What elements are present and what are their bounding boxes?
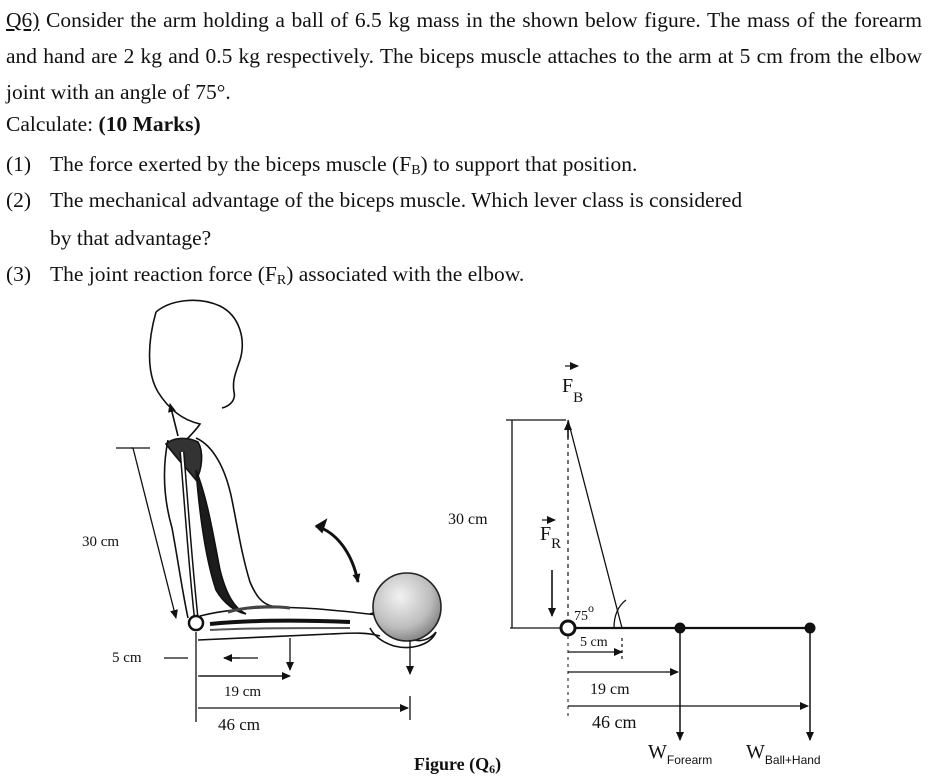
dim-5cm-left: 5 cm (112, 650, 142, 666)
calculate-label: Calculate: (6, 112, 94, 136)
elbow-joint-right (559, 619, 577, 637)
fr-label: FR (540, 523, 561, 552)
list-item: (3)The joint reaction force (FR) associa… (6, 262, 525, 288)
list-item: (1)The force exerted by the biceps muscl… (6, 152, 638, 178)
marks-label: (10 Marks) (98, 112, 201, 136)
list-item: (2)The mechanical advantage of the bicep… (6, 188, 743, 212)
dim-30cm-left: 30 cm (82, 534, 119, 550)
arm-illustration (148, 299, 442, 649)
left-dimensions (116, 447, 414, 722)
ball-weight-point (804, 622, 816, 634)
rotation-arrow (315, 524, 361, 583)
question-label: Q6) (6, 8, 40, 32)
question-intro: Q6) Consider the arm holding a ball of 6… (6, 2, 922, 110)
elbow-joint-left (187, 614, 205, 632)
dim-46cm-left: 46 cm (218, 715, 260, 734)
figure-caption: Figure (Q6) (414, 754, 501, 776)
question-text: Consider the arm holding a ball of 6.5 k… (6, 8, 922, 104)
list-item-continuation: by that advantage? (50, 226, 212, 250)
ball (372, 572, 442, 642)
upper-arm-outline (163, 437, 273, 619)
dim-19cm-right: 19 cm (590, 681, 630, 698)
fb-label: FB (562, 375, 583, 406)
dim-46cm-right: 46 cm (592, 712, 637, 732)
shoulder-arrow (168, 403, 179, 437)
head-outline (148, 299, 243, 441)
biceps-muscle (195, 469, 247, 615)
angle-label: 75o (574, 601, 594, 624)
w-ball-label: WBall+Hand (746, 741, 821, 767)
dim-5cm-right: 5 cm (580, 635, 608, 650)
w-forearm-label: WForearm (648, 741, 712, 767)
calculate-line: Calculate: (10 Marks) (6, 110, 201, 138)
dim-19cm-left: 19 cm (224, 684, 261, 700)
free-body-diagram (506, 362, 816, 741)
forearm-weight-point (674, 622, 686, 634)
dim-30cm-right: 30 cm (448, 511, 488, 528)
